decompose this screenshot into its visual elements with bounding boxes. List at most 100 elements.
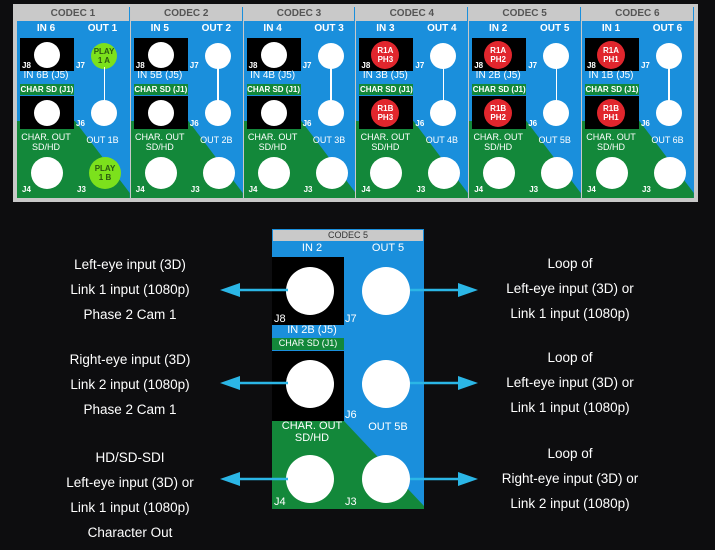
jack-j8-connector[interactable] — [147, 42, 174, 68]
jack-j3-connector[interactable] — [202, 157, 235, 189]
jack-j8-connector[interactable] — [34, 42, 60, 68]
output-label: OUT 6 — [652, 23, 683, 34]
jack-j3-connector[interactable] — [428, 157, 461, 189]
jack-j4-label: J4 — [274, 496, 286, 508]
jack-j6-connector[interactable] — [430, 100, 457, 126]
jack-j3-label: J3 — [345, 496, 357, 508]
annotation-line: Left-eye input (3D) — [74, 257, 186, 272]
jack-j4-connector[interactable] — [31, 157, 63, 189]
input-label: IN 3 — [376, 23, 395, 34]
input-b-label: IN 2B (J5) — [475, 70, 521, 81]
input-b-label: IN 3B (J5) — [362, 70, 408, 81]
jack-j6-connector[interactable] — [362, 360, 410, 408]
loop-line — [103, 67, 105, 105]
char-out-label-1: CHAR. OUT — [135, 132, 185, 142]
jack-j3-connector[interactable] — [541, 157, 574, 189]
char-out-label-1: CHAR. OUT — [360, 132, 411, 142]
jack-j6-connector[interactable] — [91, 100, 117, 126]
output-b-label: OUT 2B — [200, 135, 233, 145]
jack-j3-connector[interactable] — [653, 157, 686, 189]
jack-j4-connector[interactable] — [595, 157, 628, 189]
jack-j7-connector[interactable] — [543, 43, 570, 69]
jack-j7-connector[interactable] — [655, 43, 682, 69]
detail-in-label: IN 2 — [301, 242, 323, 254]
jack-j5-connector[interactable] — [147, 100, 174, 126]
jack-j6-label: J6 — [415, 119, 425, 128]
jack-j6-connector[interactable] — [543, 100, 570, 126]
annotation-left-j5: Right-eye input (3D) Link 2 input (1080p… — [40, 347, 220, 422]
output-label: OUT 4 — [427, 23, 457, 34]
jack-j7-label: J7 — [189, 61, 199, 70]
char-out-label-1: CHAR. OUT — [247, 132, 298, 142]
jack-j6-label: J6 — [76, 119, 85, 128]
jack-j5-connector[interactable] — [286, 360, 334, 408]
annotation-line: Link 2 input (1080p) — [510, 496, 630, 511]
jack-j6-connector[interactable] — [204, 100, 231, 126]
input-b-label: IN 5B (J5) — [137, 70, 183, 81]
jack-j7-connector[interactable] — [362, 267, 410, 315]
annotation-line: Link 2 input (1080p) — [70, 377, 190, 392]
jack-j4-connector[interactable] — [257, 157, 290, 189]
jack-j4-connector[interactable] — [144, 157, 177, 189]
char-sd-label: CHAR SD (J1) — [20, 84, 74, 95]
jack-j7-connector[interactable] — [430, 43, 457, 69]
tag-line: R1A — [377, 46, 394, 55]
detail-char-out-label-2: SD/HD — [294, 432, 330, 444]
output-b-label: OUT 1B — [86, 135, 119, 145]
jack-j8-connector[interactable] — [286, 267, 334, 315]
jack-j8-label: J8 — [22, 61, 31, 70]
jack-j5-connector[interactable] — [34, 100, 60, 126]
detail-out-label: OUT 5 — [371, 242, 405, 254]
tag-line: PH2 — [490, 55, 506, 64]
output-label: OUT 1 — [87, 23, 118, 34]
detail-in-b-label: IN 2B (J5) — [287, 324, 337, 336]
jack-j3-connector[interactable] — [362, 455, 410, 503]
loop-line — [330, 67, 332, 105]
tag-line: R1B — [602, 104, 619, 113]
tag-line: PH2 — [490, 113, 506, 122]
jack-j8-connector[interactable] — [260, 42, 287, 68]
jack-j7-connector[interactable] — [317, 43, 344, 69]
annotation-line: Left-eye input (3D) or — [66, 475, 194, 490]
char-out-label-1: CHAR. OUT — [586, 132, 636, 142]
jack-j4-label: J4 — [361, 185, 371, 194]
tag-line: 1 A — [97, 56, 111, 65]
jack-j8-label: J8 — [248, 61, 258, 70]
jack-j6-connector[interactable] — [317, 100, 344, 126]
tag-line: PLAY — [94, 164, 116, 173]
jack-j6-label: J6 — [189, 119, 199, 128]
jack-j4-connector[interactable] — [370, 157, 403, 189]
annotation-line: Phase 2 Cam 1 — [83, 307, 177, 322]
loop-line — [668, 67, 670, 105]
jack-j8-label: J8 — [361, 61, 371, 70]
jack-j8-label: J8 — [135, 61, 145, 70]
tag-line: PH3 — [377, 55, 394, 64]
jack-j3-label: J3 — [416, 185, 426, 194]
tag-line: PH1 — [603, 55, 619, 64]
jack-j3-label: J3 — [303, 185, 313, 194]
output-b-label: OUT 4B — [425, 135, 459, 145]
input-label: IN 2 — [489, 23, 508, 34]
jack-j6-label: J6 — [302, 119, 312, 128]
output-label: OUT 2 — [201, 23, 232, 34]
jack-j3-connector[interactable] — [315, 157, 348, 189]
jack-j4-connector[interactable] — [483, 157, 516, 189]
jack-j6-connector[interactable] — [655, 100, 682, 126]
annotation-line: Link 1 input (1080p) — [70, 500, 190, 515]
jack-j5-connector[interactable] — [260, 100, 287, 126]
jack-j3-label: J3 — [529, 185, 539, 194]
jack-j7-connector[interactable] — [204, 43, 231, 69]
jack-j4-connector[interactable] — [286, 455, 334, 503]
annotation-line: Left-eye input (3D) or — [506, 281, 634, 296]
